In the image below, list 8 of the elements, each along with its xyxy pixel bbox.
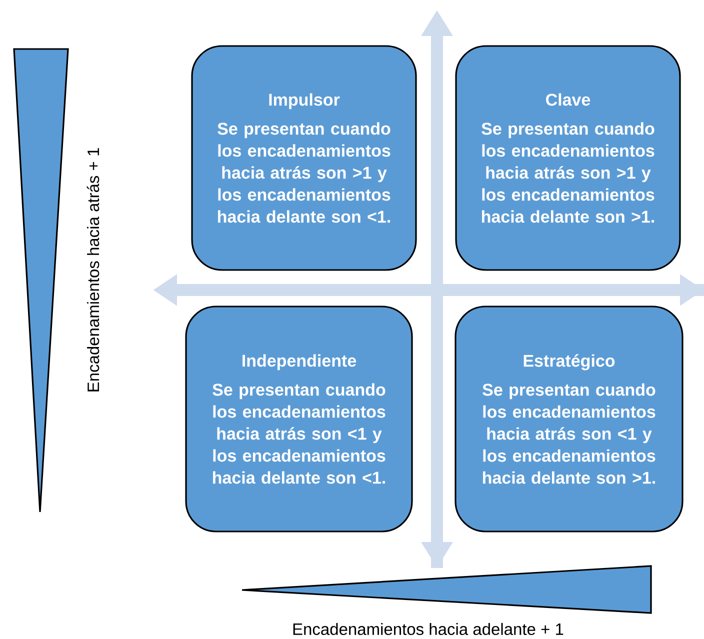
quadrant-box: Clave Se presentan cuando los encadenamientos hacia atrás son >1 y los encadenamientos hacia delante son >1.	[455, 45, 681, 271]
axis-label: Encadenamientos hacia adelante + 1	[293, 622, 564, 636]
axis-label: Encadenamientos hacia atrás + 1	[86, 148, 100, 392]
wedge	[241, 565, 652, 614]
wedge	[13, 48, 69, 513]
quadrant-box: Independiente Se presentan cuando los encadenamientos hacia atrás son <1 y los encadenamientos hacia delante son <1.	[185, 306, 413, 532]
quadrant-box: Estratégico Se presentan cuando los encadenamientos hacia atrás son <1 y los encadenamientos hacia delante son >1.	[454, 306, 684, 532]
quadrant-box: Impulsor Se presentan cuando los encadenamientos hacia atrás son >1 y los encadenamientos hacia delante son <1.	[191, 45, 417, 271]
